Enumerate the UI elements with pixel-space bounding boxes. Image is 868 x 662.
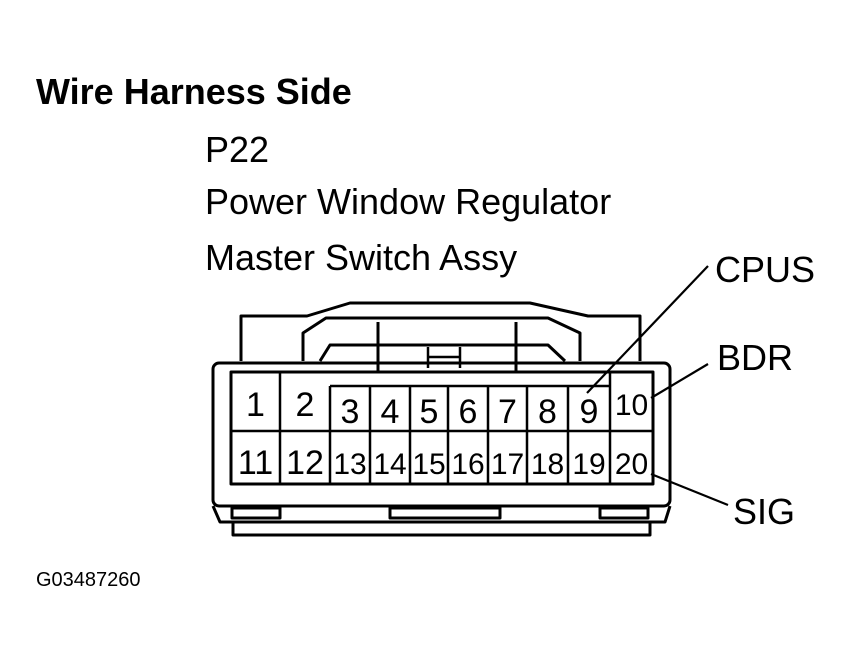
pin-label-17: 17 (491, 448, 524, 481)
pin-label-6: 6 (459, 393, 478, 431)
pin-label-10: 10 (615, 389, 648, 422)
connector-top-housing (239, 301, 642, 361)
pin-label-14: 14 (373, 448, 406, 481)
pin-label-15: 15 (412, 448, 445, 481)
connector-id: P22 (205, 129, 270, 170)
pin-label-20: 20 (615, 448, 648, 481)
connector-latch (301, 316, 582, 361)
pin-label-9: 9 (580, 393, 599, 431)
pin-label-3: 3 (341, 393, 360, 431)
pin-label-2: 2 (296, 386, 315, 424)
callout-label-bdr: BDR (717, 337, 794, 378)
pin-label-1: 1 (246, 386, 265, 424)
callout-label-sig: SIG (733, 491, 796, 532)
callout-leader-sig (650, 472, 729, 507)
figure-code: G03487260 (36, 569, 141, 591)
pin-label-8: 8 (538, 393, 557, 431)
pin-label-7: 7 (498, 393, 517, 431)
callout-leader-cpus (586, 265, 709, 394)
pin-label-11: 11 (238, 444, 273, 482)
connector-name-line2: Master Switch Assy (205, 237, 518, 278)
callout-label-cpus: CPUS (715, 249, 816, 290)
connector-bottom-rail (211, 505, 672, 524)
pin-label-4: 4 (381, 393, 400, 431)
pin-label-18: 18 (531, 448, 564, 481)
connector-latch-inner (318, 343, 567, 363)
pin-grid (231, 372, 653, 484)
pin-label-12: 12 (286, 444, 324, 482)
pin-label-19: 19 (572, 448, 605, 481)
diagram-heading: Wire Harness Side (36, 71, 352, 112)
connector-cavity-frame (229, 370, 655, 486)
connector-body (211, 361, 672, 508)
callout-leader-bdr (650, 363, 709, 399)
pin-label-5: 5 (420, 393, 439, 431)
connector-name-line1: Power Window Regulator (205, 181, 612, 222)
pin-label-16: 16 (451, 448, 484, 481)
pin-label-13: 13 (333, 448, 366, 481)
